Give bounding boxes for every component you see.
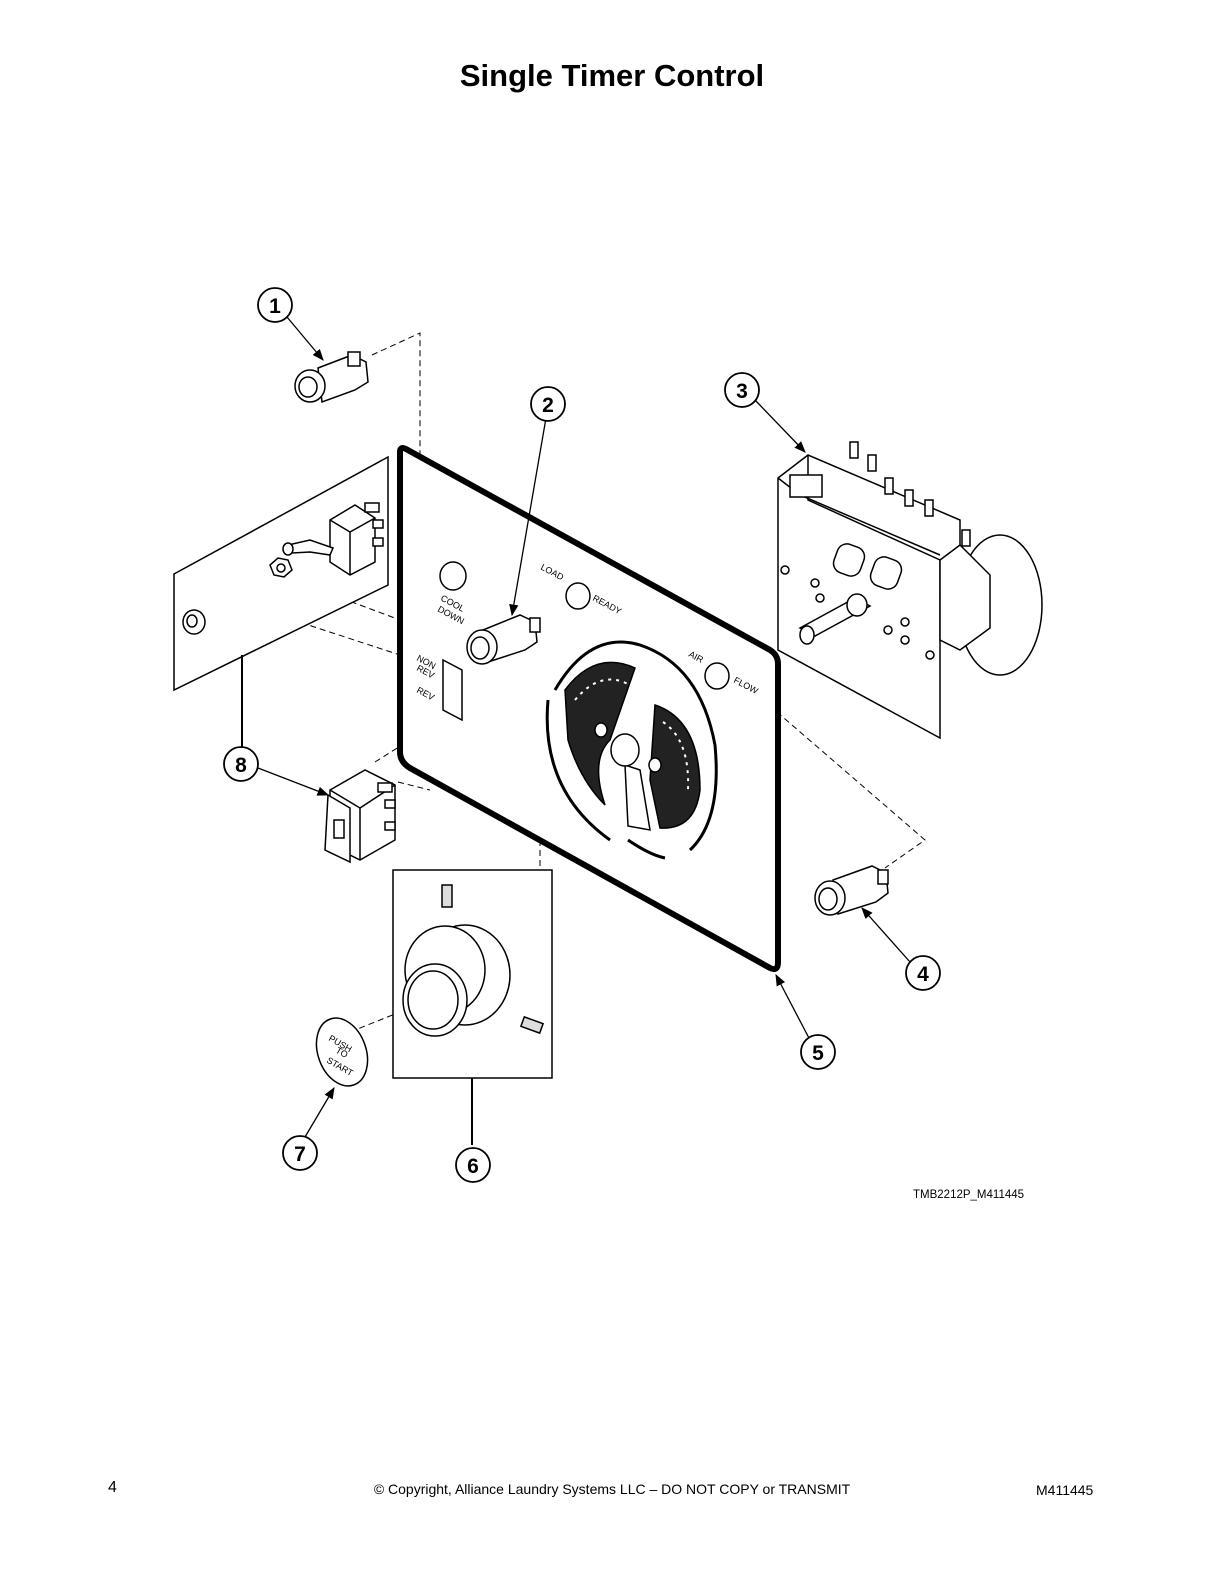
leader-arrows: [257, 316, 911, 1138]
callout-5-label: 5: [812, 1042, 824, 1065]
callout-4-label: 4: [917, 963, 929, 986]
copyright-notice: © Copyright, Alliance Laundry Systems LL…: [373, 1481, 851, 1497]
push-to-start-button: PUSH TO START: [315, 1017, 369, 1087]
callout-1: 1: [257, 287, 293, 323]
indicator-light-4: [814, 865, 889, 916]
timer-motor: [777, 441, 1043, 740]
timer-knob-assembly: [392, 869, 553, 1145]
callout-3: 3: [724, 372, 760, 408]
callout-8: 8: [223, 746, 259, 782]
callout-3-label: 3: [736, 380, 748, 403]
page-title: Single Timer Control: [459, 58, 765, 93]
toggle-switch-plate: [173, 455, 389, 748]
document-code: M411445: [1036, 1482, 1094, 1498]
control-panel-overlay: [397, 445, 781, 973]
indicator-light-1: [294, 351, 369, 404]
callout-7: 7: [282, 1135, 318, 1171]
callout-6-label: 6: [467, 1155, 479, 1178]
callout-4: 4: [905, 955, 941, 991]
callout-1-label: 1: [269, 295, 281, 318]
callouts: 1 2 3 4 5 6 7 8: [223, 287, 941, 1183]
callout-2-label: 2: [542, 394, 554, 417]
callout-7-label: 7: [294, 1143, 306, 1166]
callout-6: 6: [455, 1147, 491, 1183]
callout-5: 5: [800, 1034, 836, 1070]
rocker-switch: [324, 769, 396, 864]
callout-8-label: 8: [235, 754, 247, 777]
page-number: 4: [108, 1479, 117, 1496]
indicator-light-2: [466, 614, 541, 665]
callout-2: 2: [530, 386, 566, 422]
figure-reference-code: TMB2212P_M411445: [913, 1189, 1025, 1201]
